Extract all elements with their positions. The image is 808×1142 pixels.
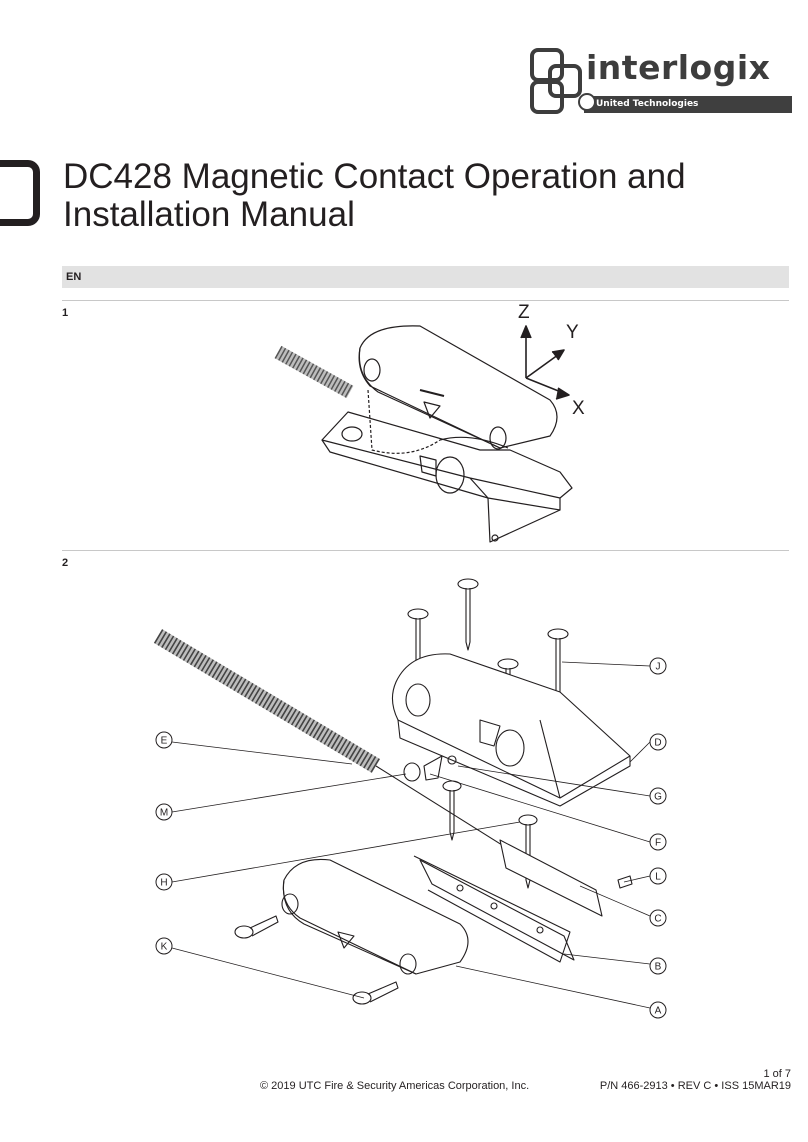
reed-switch-parts bbox=[403, 755, 457, 782]
svg-text:B: B bbox=[655, 962, 662, 973]
svg-text:J: J bbox=[656, 662, 661, 673]
callout-bubbles: J E D M G F L H C K B A bbox=[155, 657, 667, 1019]
svg-text:F: F bbox=[655, 838, 661, 849]
callout-leaders bbox=[171, 661, 651, 1009]
callout-f: F bbox=[649, 833, 667, 851]
callout-e: E bbox=[155, 731, 173, 749]
callout-j: J bbox=[649, 657, 667, 675]
callout-d: D bbox=[649, 733, 667, 751]
svg-text:K: K bbox=[161, 942, 168, 953]
axis-indicator bbox=[520, 325, 570, 400]
copyright-notice: © 2019 UTC Fire & Security Americas Corp… bbox=[260, 1080, 530, 1092]
callout-a: A bbox=[649, 1001, 667, 1019]
svg-text:G: G bbox=[654, 792, 662, 803]
callout-l: L bbox=[649, 867, 667, 885]
svg-text:E: E bbox=[161, 736, 168, 747]
circuit-carrier bbox=[413, 839, 603, 963]
svg-text:A: A bbox=[655, 1006, 662, 1017]
armored-cable bbox=[153, 629, 511, 851]
magnet-housing bbox=[358, 325, 558, 454]
side-tab-marker bbox=[0, 160, 40, 226]
part-number: P/N 466-2913 • REV C • ISS 15MAR19 bbox=[599, 1080, 791, 1092]
svg-text:C: C bbox=[654, 914, 661, 925]
figure-1-number: 1 bbox=[62, 307, 69, 319]
title-line-2: Installation Manual bbox=[63, 195, 355, 234]
callout-k: K bbox=[155, 937, 173, 955]
interlogix-logo: interlogix United Technologies bbox=[528, 46, 794, 118]
magnet-housing bbox=[281, 858, 469, 975]
section-divider-1 bbox=[62, 300, 789, 301]
brand-wordmark: interlogix bbox=[586, 48, 771, 87]
brand-subtitle: United Technologies bbox=[596, 99, 699, 109]
page-indicator: 1 of 7 bbox=[763, 1068, 791, 1080]
brand-bar bbox=[584, 96, 792, 113]
svg-text:M: M bbox=[160, 808, 168, 819]
title-line-1: DC428 Magnetic Contact Operation and bbox=[63, 157, 686, 196]
axis-label-x: X bbox=[572, 398, 585, 419]
svg-text:D: D bbox=[654, 738, 661, 749]
page-title: DC428 Magnetic Contact Operation and Ins… bbox=[63, 158, 763, 234]
language-band bbox=[62, 266, 789, 288]
svg-text:L: L bbox=[655, 872, 661, 883]
switch-base bbox=[321, 411, 573, 543]
svg-text:H: H bbox=[160, 878, 167, 889]
switch-base bbox=[391, 653, 631, 807]
figure-1-illustration: Z Y X bbox=[274, 302, 585, 543]
logo-mark-icon bbox=[530, 48, 582, 114]
callout-c: C bbox=[649, 909, 667, 927]
utc-icon bbox=[578, 93, 596, 111]
callout-m: M bbox=[155, 803, 173, 821]
callout-g: G bbox=[649, 787, 667, 805]
axis-label-y: Y bbox=[566, 322, 579, 343]
armored-cable bbox=[274, 345, 354, 399]
callout-b: B bbox=[649, 957, 667, 975]
language-code: EN bbox=[66, 271, 82, 283]
callout-h: H bbox=[155, 873, 173, 891]
figure-2-number: 2 bbox=[62, 557, 69, 569]
axis-label-z: Z bbox=[518, 302, 530, 323]
figure-2-exploded-view: J E D M G F L H C K B A bbox=[153, 578, 667, 1019]
section-divider-2 bbox=[62, 550, 789, 551]
